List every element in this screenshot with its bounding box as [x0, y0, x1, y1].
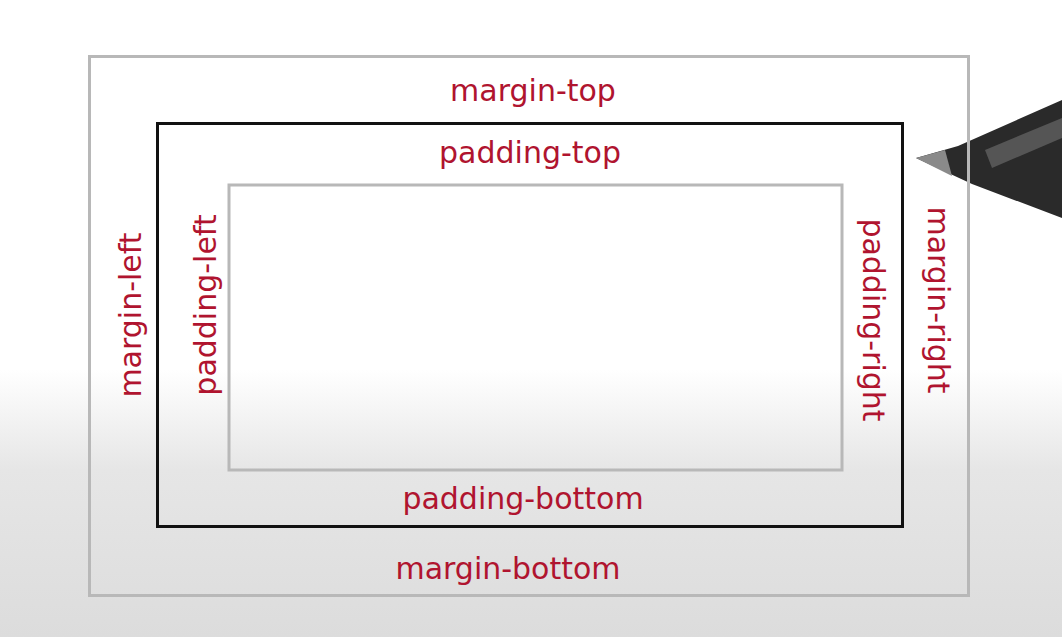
box-side-label: margin-top	[450, 74, 616, 107]
box-side-label: margin-left	[114, 232, 147, 397]
border-box: padding-top padding-left padding-right padd…	[156, 122, 904, 528]
box-side-label: padding-top	[439, 136, 621, 169]
box-side-label: padding-right	[857, 218, 890, 421]
box-side-label: margin-right	[922, 206, 955, 393]
pen-body	[916, 100, 1062, 218]
box-side-label: padding-left	[189, 214, 222, 395]
box-side-label: padding-bottom	[402, 482, 643, 515]
box-side-label: margin-bottom	[395, 552, 620, 585]
pen-highlight	[985, 118, 1062, 168]
margin-box: margin-top margin-left margin-right margin-…	[88, 55, 970, 597]
pen-tip	[916, 150, 952, 176]
content-box	[229, 185, 842, 470]
